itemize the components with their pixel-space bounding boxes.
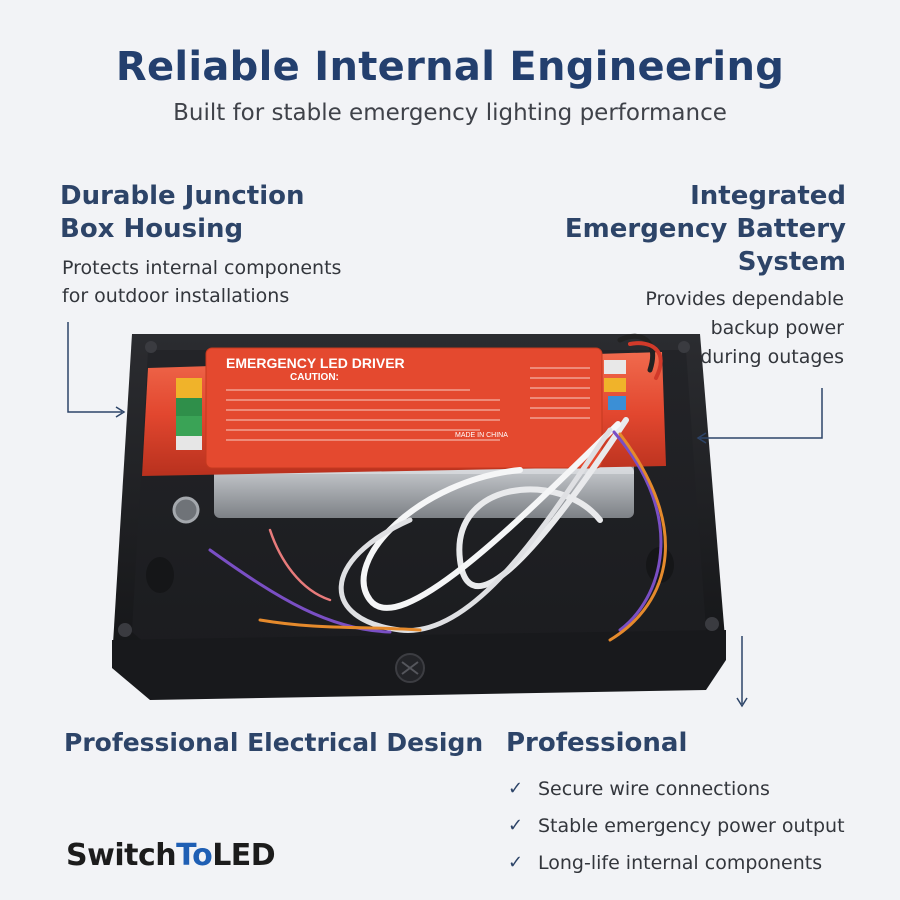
body-line: Protects internal components — [62, 257, 342, 279]
callout-battery-heading: Integrated Emergency Battery System — [565, 180, 846, 279]
body-line: for outdoor installations — [62, 285, 290, 307]
page-title: Reliable Internal Engineering — [115, 44, 785, 90]
emergency-driver: EMERGENCY LED DRIVER CAUTION: MADE IN CH… — [142, 347, 666, 476]
callout-lines — [67, 322, 823, 708]
callout-housing-body: Protects internal components for outdoor… — [62, 254, 341, 310]
heading-line: Box Housing — [60, 214, 244, 244]
wiring — [208, 333, 667, 642]
body-line: Provides dependable — [645, 288, 844, 310]
driver-label: EMERGENCY LED DRIVER — [226, 355, 405, 371]
check-icon: ✓ — [508, 852, 524, 873]
brand-part: Switch — [66, 838, 177, 873]
list-item: ✓ Stable emergency power output — [508, 807, 845, 844]
list-item-label: Stable emergency power output — [538, 814, 845, 837]
heading-line: System — [737, 247, 846, 277]
check-icon: ✓ — [508, 778, 524, 799]
callout-professional-heading: Professional — [506, 728, 688, 758]
caution-label: CAUTION: — [290, 372, 339, 383]
check-icon: ✓ — [508, 815, 524, 836]
feature-checklist: ✓ Secure wire connections ✓ Stable emerg… — [508, 770, 845, 881]
list-item: ✓ Secure wire connections — [508, 770, 845, 807]
list-item-label: Secure wire connections — [538, 777, 770, 800]
arrow-right-icon — [696, 432, 707, 444]
callout-housing-heading: Durable Junction Box Housing — [60, 180, 305, 246]
callout-battery-body: Provides dependable backup power during … — [645, 285, 844, 372]
arrow-left-icon — [115, 406, 126, 418]
callout-electrical-heading: Professional Electrical Design — [64, 728, 484, 757]
page-subtitle: Built for stable emergency lighting perf… — [173, 100, 727, 126]
heading-line: Integrated — [690, 181, 846, 211]
heading-line: Emergency Battery — [564, 214, 846, 244]
made-in-label: MADE IN CHINA — [455, 432, 508, 439]
brand-part-accent: To — [176, 838, 213, 873]
arrow-down-icon — [736, 697, 748, 708]
brand-logo: SwitchToLED — [66, 838, 276, 873]
heading-line: Durable Junction — [60, 181, 305, 211]
brand-part: LED — [212, 838, 276, 873]
list-item: ✓ Long-life internal components — [508, 844, 845, 881]
body-line: backup power — [710, 317, 844, 339]
body-line: during outages — [700, 346, 844, 368]
list-item-label: Long-life internal components — [538, 851, 823, 874]
